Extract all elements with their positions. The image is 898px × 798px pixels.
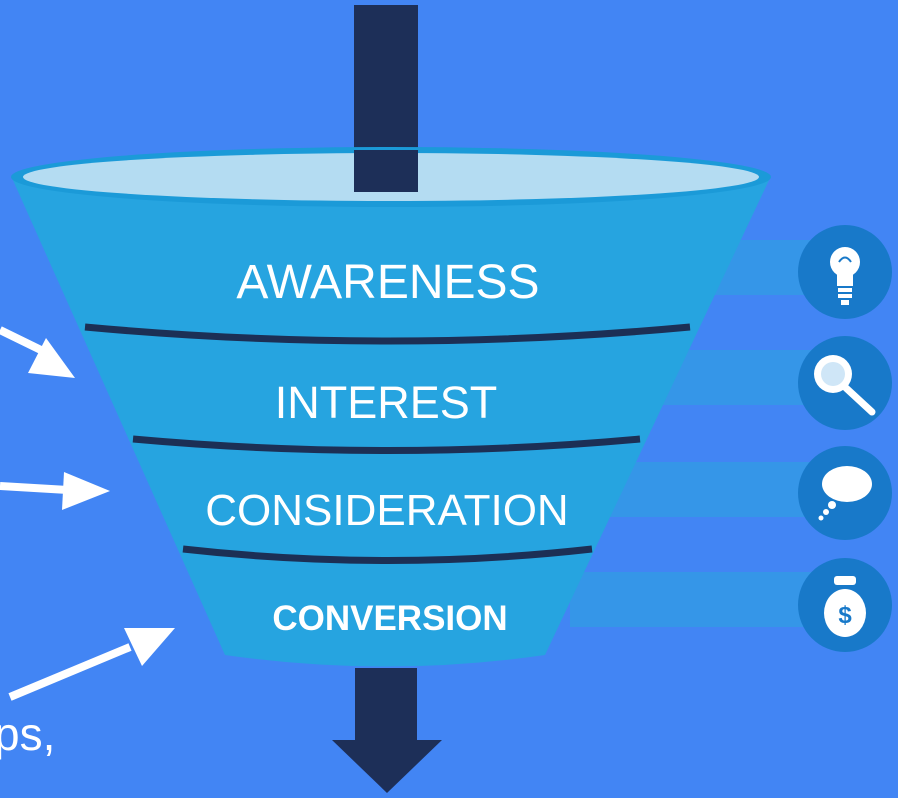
stage-separator — [84, 323, 691, 345]
speech-bubble-icon — [798, 446, 892, 540]
stage-label-awareness: AWARENESS — [236, 256, 539, 309]
funnel-body — [12, 178, 770, 667]
stage-label-conversion: CONVERSION — [272, 599, 507, 638]
money-bag-icon: $ — [798, 558, 892, 652]
magnifier-icon — [798, 336, 892, 430]
bottom-arrowhead — [332, 740, 442, 793]
stage-label-interest: INTEREST — [275, 377, 498, 428]
pointer-arrow-2 — [0, 472, 110, 510]
svg-text:$: $ — [838, 602, 852, 629]
lightbulb-icon — [798, 225, 892, 319]
pointer-arrow-1 — [0, 326, 75, 378]
stage-separator — [132, 435, 641, 454]
bottom-arrow-shaft — [355, 668, 417, 740]
stage-label-consideration: CONSIDERATION — [205, 486, 568, 535]
stage-separator — [182, 545, 593, 564]
inner-arrow-shaft — [354, 150, 418, 192]
connector-band-conversion — [570, 572, 840, 627]
cutoff-caption-text: ps, — [0, 708, 56, 760]
pointer-arrow-3 — [8, 628, 175, 701]
